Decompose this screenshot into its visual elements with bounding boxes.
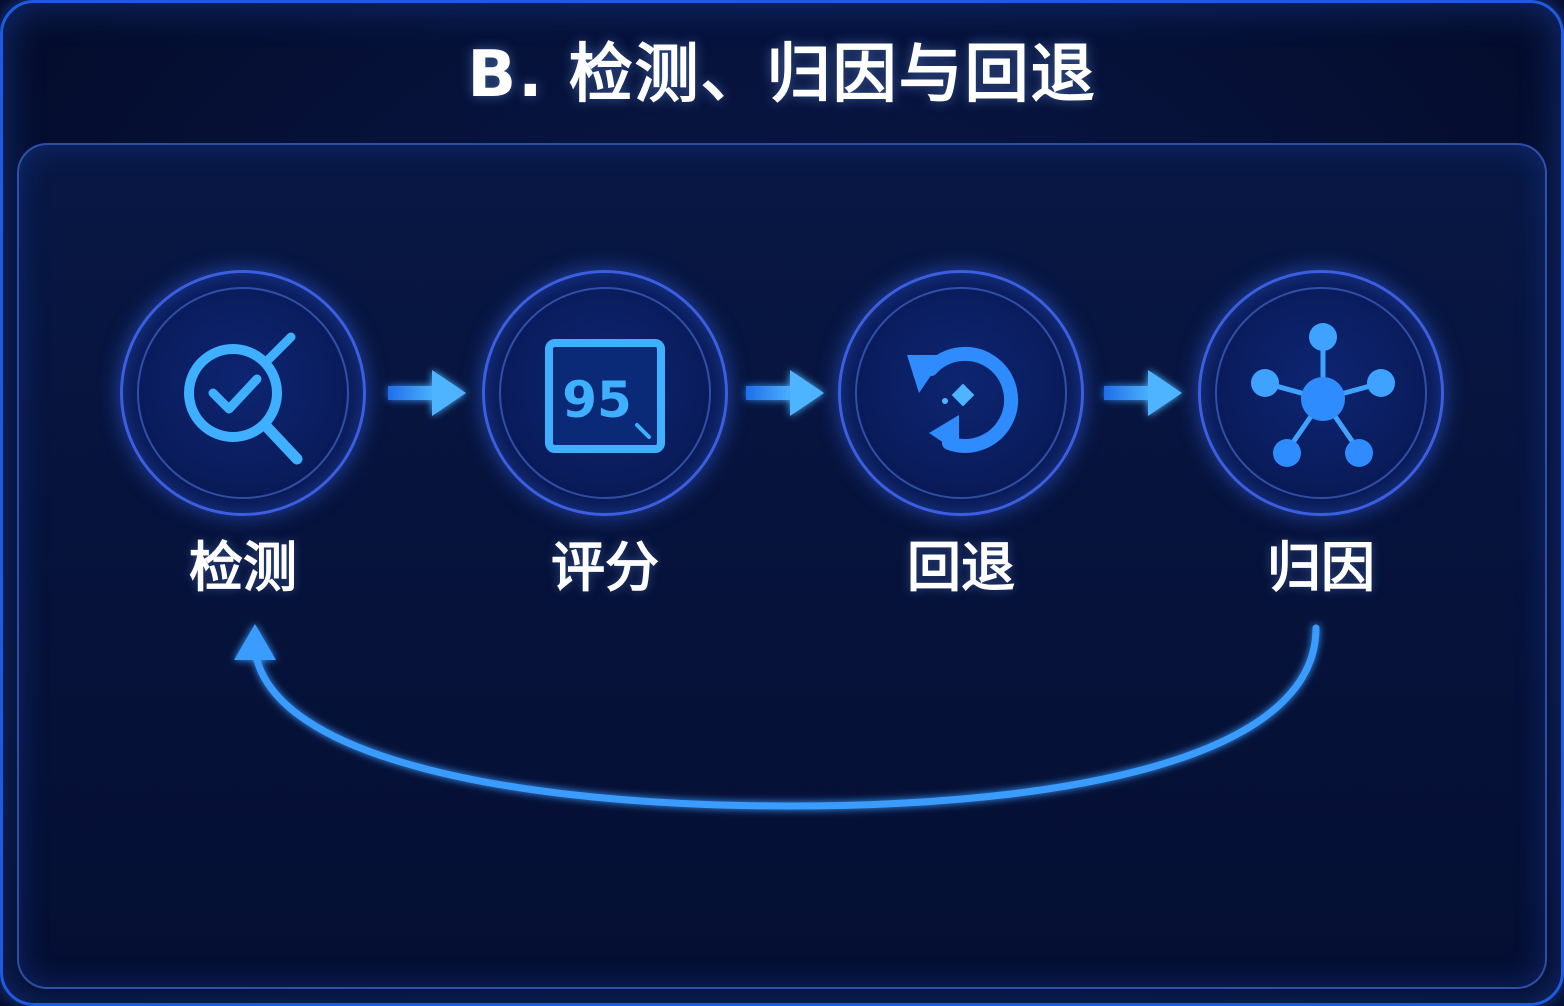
step-node-detect	[120, 270, 366, 516]
magnifier-check-icon	[184, 332, 303, 465]
step-node-rollback	[838, 270, 1084, 516]
node-inner-ring	[499, 287, 711, 499]
network-hub-icon	[1251, 323, 1395, 467]
step-node-attribution	[1198, 270, 1444, 516]
step-label-attribution: 归因	[1267, 536, 1375, 599]
score-value: 95	[562, 371, 632, 429]
score-box-icon: 95	[545, 339, 665, 453]
rollback-cycle-icon	[907, 346, 1019, 453]
node-inner-ring	[855, 287, 1067, 499]
diagram-title: B. 检测、归因与回退	[467, 38, 1097, 112]
step-label-rollback: 回退	[907, 536, 1015, 599]
step-node-score: 95	[482, 270, 728, 516]
node-inner-ring	[1215, 287, 1427, 499]
step-label-detect: 检测	[189, 536, 297, 599]
node-inner-ring	[137, 287, 349, 499]
step-label-score: 评分	[551, 536, 659, 599]
